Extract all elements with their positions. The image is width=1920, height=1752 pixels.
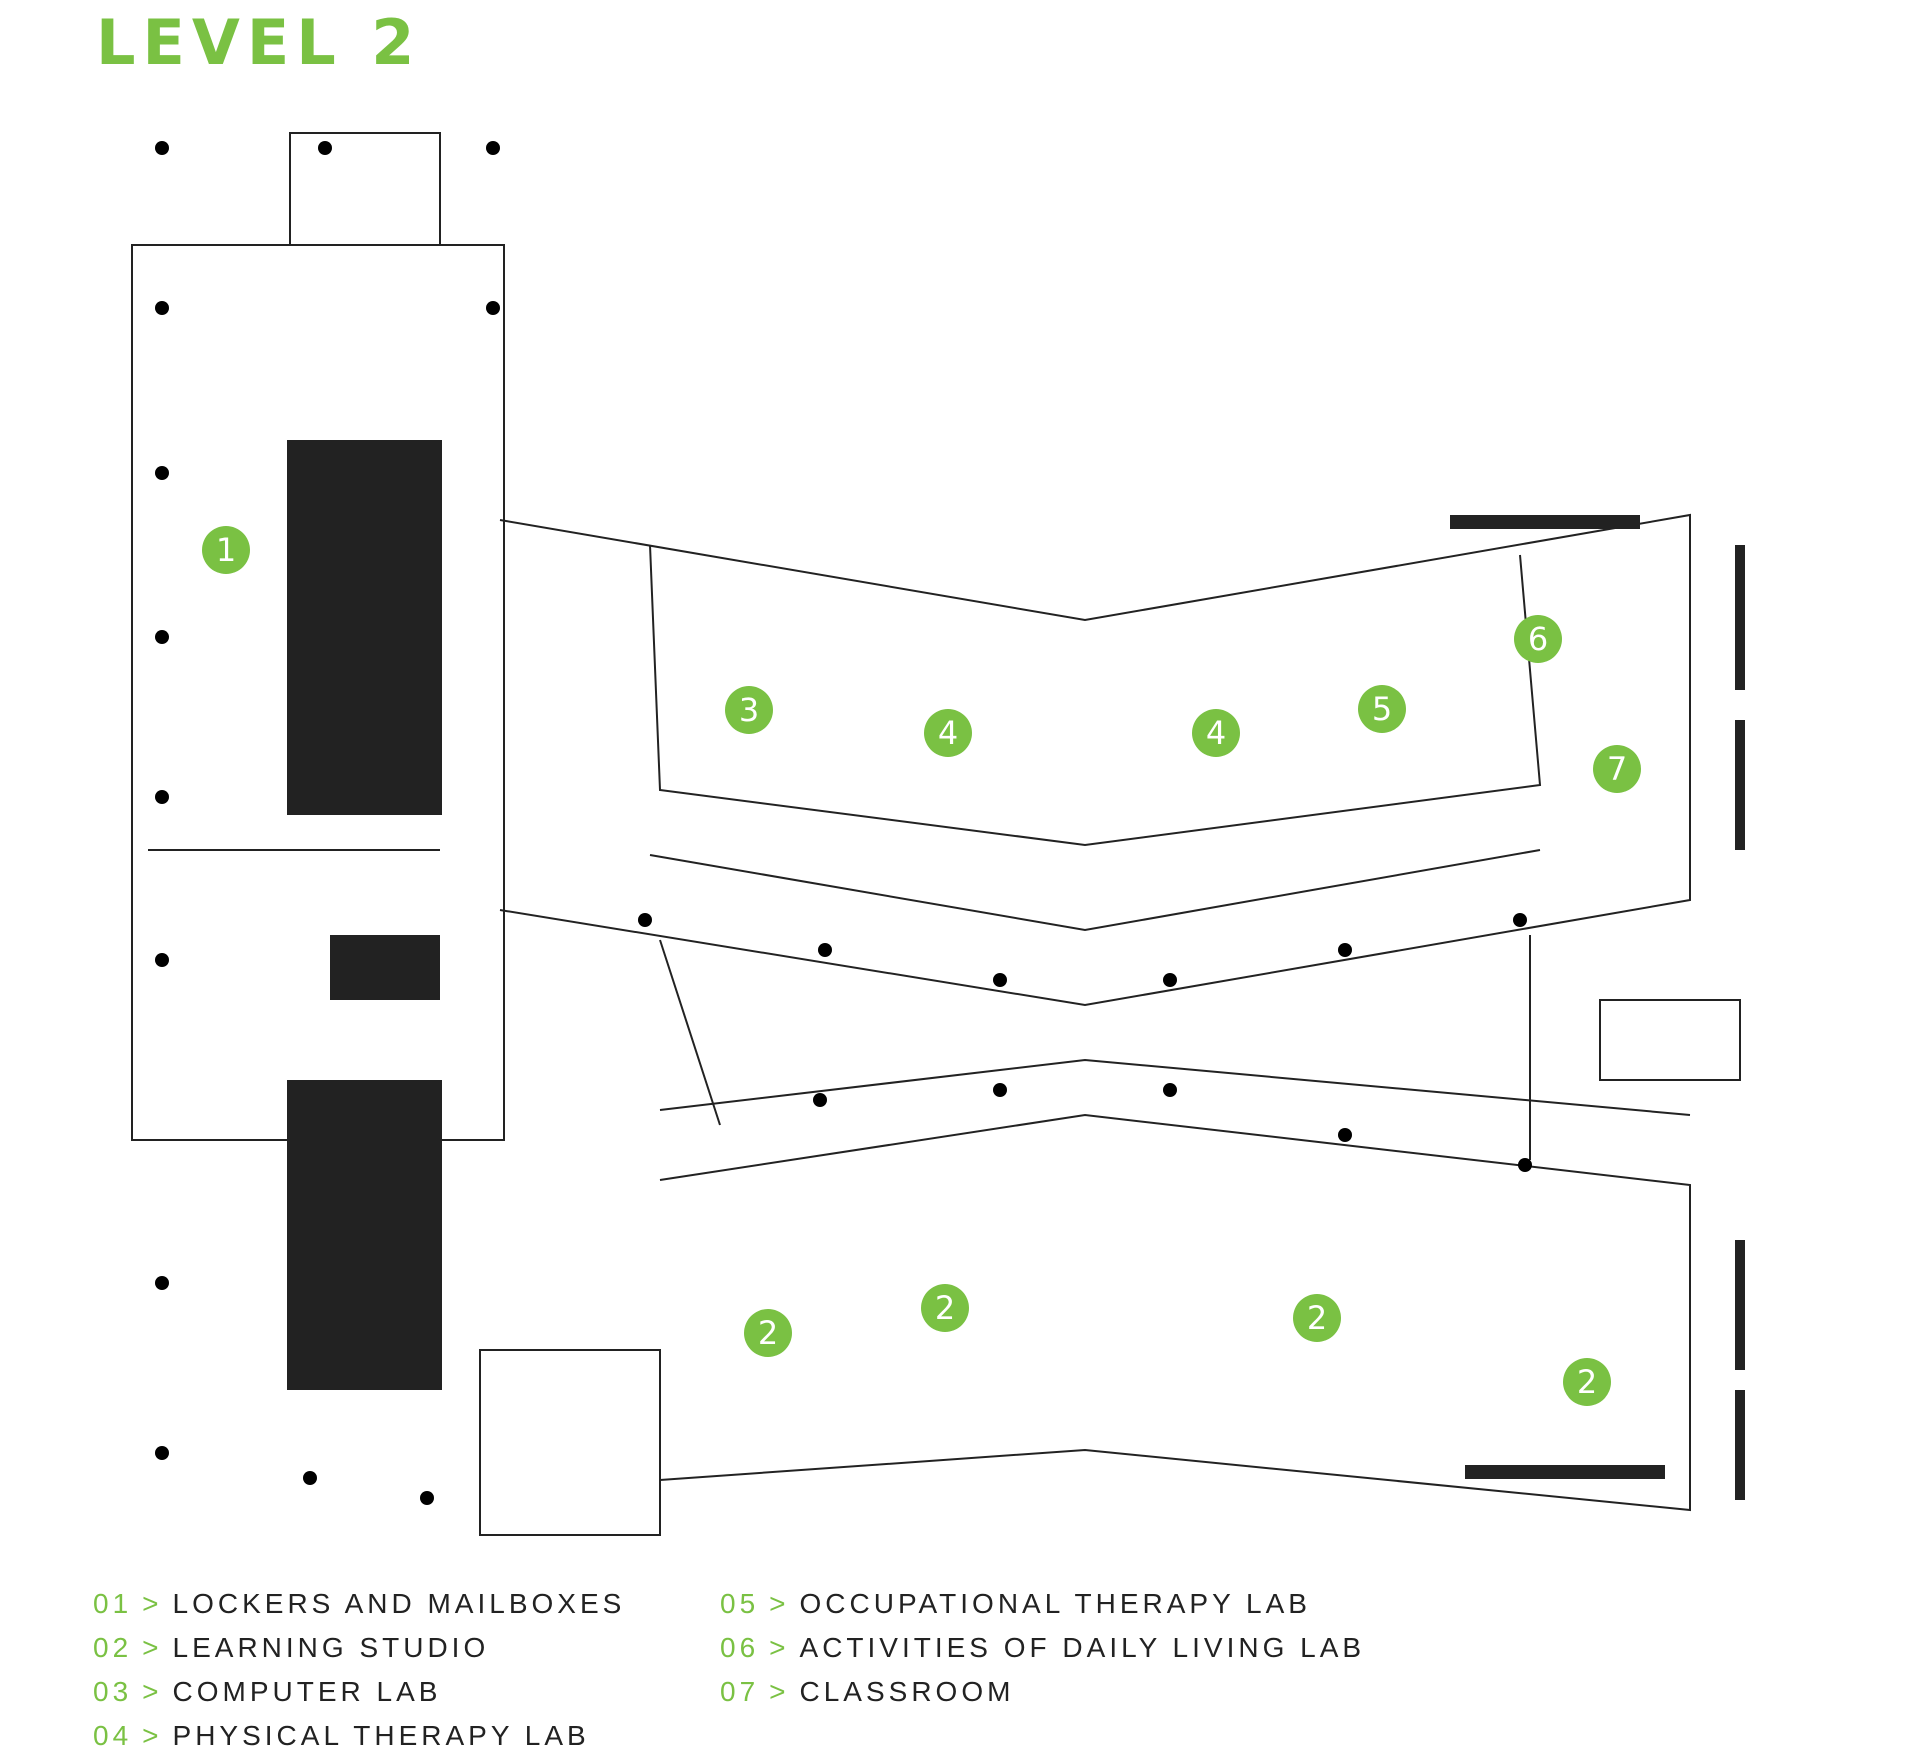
conference-row: [649, 849, 1541, 932]
legend-item: 04 > PHYSICAL THERAPY LAB: [93, 1720, 590, 1752]
room-marker-5: [1358, 685, 1406, 733]
core-west-north: [287, 440, 442, 815]
legend-number: 03: [93, 1676, 133, 1707]
legend-label: ACTIVITIES OF DAILY LIVING LAB: [799, 1632, 1366, 1663]
column-dot: [155, 1446, 169, 1460]
room-marker-label: 7: [1607, 750, 1627, 788]
room-marker-label: 2: [1577, 1363, 1597, 1401]
legend-number: 01: [93, 1588, 133, 1619]
column-dot: [486, 141, 500, 155]
north-terrace: [289, 132, 441, 246]
legend-item: 03 > COMPUTER LAB: [93, 1676, 441, 1708]
east-stair: [1599, 999, 1741, 1081]
legend-arrow: >: [142, 1632, 163, 1663]
legend-number: 05: [720, 1588, 760, 1619]
wall-east-2: [1735, 720, 1745, 850]
column-dot: [993, 973, 1007, 987]
column-dot: [1513, 913, 1527, 927]
legend-item: 07 > CLASSROOM: [720, 1676, 1014, 1708]
column-dot: [818, 943, 832, 957]
column-dot: [155, 630, 169, 644]
room-marker-4: [924, 709, 972, 757]
column-dot: [155, 953, 169, 967]
legend-number: 07: [720, 1676, 760, 1707]
column-dot: [303, 1471, 317, 1485]
column-dot: [486, 301, 500, 315]
legend-arrow: >: [769, 1588, 790, 1619]
north-band-inner: [649, 544, 1542, 847]
legend-arrow: >: [769, 1676, 790, 1707]
core-west-south: [287, 1080, 442, 1390]
room-marker-2: [921, 1284, 969, 1332]
column-dot: [155, 141, 169, 155]
legend-arrow: >: [142, 1676, 163, 1707]
room-marker-3: [725, 686, 773, 734]
column-dot: [638, 913, 652, 927]
legend-arrow: >: [142, 1720, 163, 1751]
room-marker-2: [1563, 1358, 1611, 1406]
column-dot: [155, 466, 169, 480]
room-marker-7: [1593, 745, 1641, 793]
column-dot: [813, 1093, 827, 1107]
page-title: LEVEL 2: [96, 6, 422, 79]
north-band-outline: [499, 513, 1691, 1007]
legend-label: LOCKERS AND MAILBOXES: [172, 1588, 626, 1619]
legend-arrow: >: [142, 1588, 163, 1619]
legend-number: 04: [93, 1720, 133, 1751]
wall-east-4: [1735, 1390, 1745, 1500]
room-marker-label: 4: [1206, 714, 1226, 752]
legend-number: 02: [93, 1632, 133, 1663]
room-marker-label: 2: [758, 1314, 778, 1352]
legend-item: 05 > OCCUPATIONAL THERAPY LAB: [720, 1588, 1311, 1620]
room-marker-label: 2: [935, 1289, 955, 1327]
southwest-lounge: [479, 1349, 661, 1536]
room-marker-2: [744, 1309, 792, 1357]
room-marker-4: [1192, 709, 1240, 757]
column-dot: [1163, 1083, 1177, 1097]
legend-arrow: >: [769, 1632, 790, 1663]
wall-east-1: [1735, 545, 1745, 690]
room-marker-1: [202, 526, 250, 574]
room-marker-label: 6: [1528, 620, 1548, 658]
legend-label: PHYSICAL THERAPY LAB: [172, 1720, 590, 1751]
room-marker-label: 3: [739, 691, 759, 729]
legend-item: 01 > LOCKERS AND MAILBOXES: [93, 1588, 625, 1620]
column-dot: [318, 141, 332, 155]
legend-item: 06 > ACTIVITIES OF DAILY LIVING LAB: [720, 1632, 1365, 1664]
column-dot: [1338, 943, 1352, 957]
wall-north-east: [1450, 515, 1640, 529]
legend-number: 06: [720, 1632, 760, 1663]
room-marker-label: 4: [938, 714, 958, 752]
wall-south-east: [1465, 1465, 1665, 1479]
atrium-edge: [659, 939, 721, 1126]
room-marker-label: 1: [216, 531, 236, 569]
south-band-corridor: [659, 1058, 1691, 1116]
room-marker-label: 2: [1307, 1299, 1327, 1337]
legend-item: 02 > LEARNING STUDIO: [93, 1632, 489, 1664]
column-dot: [993, 1083, 1007, 1097]
column-dot: [1163, 973, 1177, 987]
column-dot: [155, 301, 169, 315]
room-marker-label: 5: [1372, 690, 1392, 728]
legend-label: COMPUTER LAB: [172, 1676, 442, 1707]
elevator-block: [330, 935, 440, 1000]
south-band-outline: [659, 1113, 1691, 1512]
legend-label: LEARNING STUDIO: [172, 1632, 490, 1663]
column-dot: [1518, 1158, 1532, 1172]
column-dot: [155, 1276, 169, 1290]
legend-label: CLASSROOM: [799, 1676, 1015, 1707]
column-dot: [420, 1491, 434, 1505]
column-dot: [1338, 1128, 1352, 1142]
legend-label: OCCUPATIONAL THERAPY LAB: [799, 1588, 1311, 1619]
column-dot: [155, 790, 169, 804]
room-marker-6: [1514, 615, 1562, 663]
room-marker-2: [1293, 1294, 1341, 1342]
wall-east-3: [1735, 1240, 1745, 1370]
